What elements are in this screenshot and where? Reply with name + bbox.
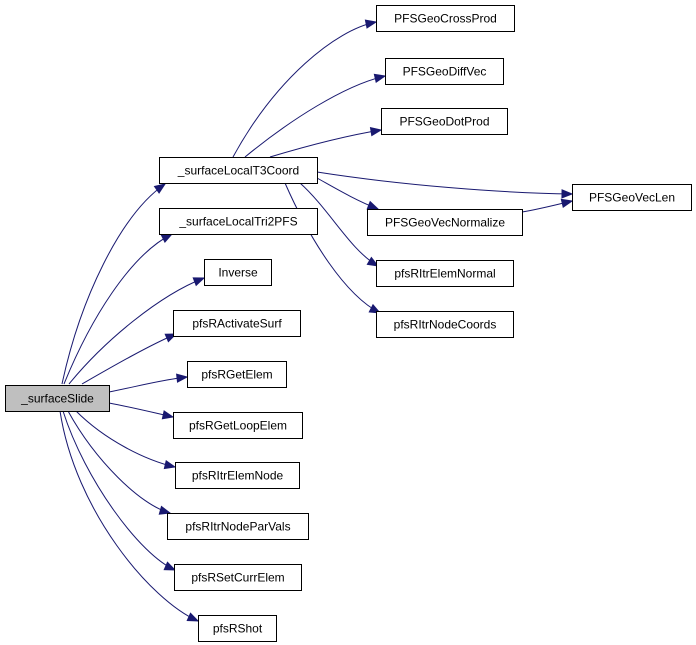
node-label: pfsRShot	[213, 622, 263, 636]
node-box[interactable]	[204, 259, 272, 286]
node-box[interactable]	[173, 310, 301, 337]
arrowhead-root-to-ien	[163, 459, 177, 470]
arrowhead-root-to-l3c	[153, 183, 167, 194]
node-label: pfsRActivateSurf	[192, 317, 282, 331]
node-box[interactable]	[376, 311, 514, 338]
node-box[interactable]	[198, 615, 277, 642]
node-gvn[interactable]: PFSGeoVecNormalize	[367, 209, 523, 236]
node-label: pfsRItrElemNode	[192, 469, 284, 483]
arrowhead-root-to-shot	[186, 612, 200, 622]
arrowhead-root-to-inpv	[158, 505, 172, 515]
node-gcp[interactable]: PFSGeoCrossProd	[376, 5, 515, 32]
node-inpv[interactable]: pfsRItrNodeParVals	[167, 513, 309, 540]
node-box[interactable]	[174, 564, 302, 591]
arrowhead-l3c-to-ienorm	[366, 256, 380, 267]
node-label: PFSGeoVecNormalize	[385, 216, 505, 230]
node-box[interactable]	[381, 108, 508, 135]
node-label: PFSGeoVecLen	[589, 191, 675, 205]
node-box[interactable]	[376, 5, 515, 32]
edge-root-to-inv	[68, 277, 205, 385]
arrowhead-root-to-inv	[192, 277, 206, 287]
node-label: Inverse	[218, 266, 258, 280]
edge-l3c-to-inc	[284, 182, 381, 314]
node-ltp[interactable]: _surfaceLocalTri2PFS	[159, 208, 318, 235]
arrowhead-l3c-to-gcp	[364, 19, 378, 29]
node-gdp[interactable]: PFSGeoDotProd	[381, 108, 508, 135]
node-label: _surfaceLocalTri2PFS	[178, 215, 297, 229]
node-layer: _surfaceSlide _surfaceLocalT3Coord _surfac…	[5, 5, 692, 642]
node-label: _surfaceLocalT3Coord	[177, 164, 299, 178]
node-label: _surfaceSlide	[20, 392, 94, 406]
node-l3c[interactable]: _surfaceLocalT3Coord	[159, 157, 318, 184]
node-label: pfsRItrNodeCoords	[394, 318, 497, 332]
node-label: PFSGeoDiffVec	[403, 65, 487, 79]
arrowhead-l3c-to-inc	[368, 303, 382, 314]
arrowhead-root-to-ge	[176, 373, 189, 383]
arrowhead-root-to-gle	[161, 410, 175, 420]
arrowhead-l3c-to-gvl	[561, 189, 574, 199]
arrowhead-l3c-to-gdp	[369, 127, 383, 137]
node-label: pfsRSetCurrElem	[191, 571, 284, 585]
node-inv[interactable]: Inverse	[204, 259, 272, 286]
node-box[interactable]	[173, 412, 303, 439]
node-label: pfsRItrNodeParVals	[185, 520, 290, 534]
edge-l3c-to-gdv	[244, 75, 386, 158]
node-gle[interactable]: pfsRGetLoopElem	[173, 412, 303, 439]
node-box[interactable]	[376, 260, 514, 287]
node-label: PFSGeoCrossProd	[394, 12, 497, 26]
node-label: pfsRGetElem	[201, 368, 272, 382]
node-sce[interactable]: pfsRSetCurrElem	[174, 564, 302, 591]
node-box[interactable]	[5, 385, 110, 412]
node-ienorm[interactable]: pfsRItrElemNormal	[376, 260, 514, 287]
edge-l3c-to-gcp	[232, 21, 377, 158]
edge-root-to-l3c	[61, 183, 166, 385]
arrowhead-l3c-to-gdv	[373, 73, 387, 83]
arrowhead-l3c-to-gvn	[366, 200, 380, 210]
node-root[interactable]: _surfaceSlide	[5, 385, 110, 412]
node-gdv[interactable]: PFSGeoDiffVec	[385, 58, 504, 85]
edge-root-to-ien	[75, 410, 176, 468]
node-label: PFSGeoDotProd	[399, 115, 489, 129]
node-gvl[interactable]: PFSGeoVecLen	[572, 184, 692, 211]
edge-root-to-shot	[59, 410, 199, 622]
arrowhead-root-to-ltp	[160, 233, 174, 243]
edge-l3c-to-gdp	[269, 129, 382, 158]
node-ge[interactable]: pfsRGetElem	[187, 361, 287, 388]
node-box[interactable]	[167, 513, 309, 540]
arrowhead-gvn-to-gvl	[560, 198, 574, 209]
node-box[interactable]	[385, 58, 504, 85]
node-shot[interactable]: pfsRShot	[198, 615, 277, 642]
edge-root-to-inpv	[67, 410, 171, 514]
node-box[interactable]	[159, 208, 318, 235]
edge-root-to-ge	[108, 376, 188, 393]
edge-root-to-ltp	[63, 233, 173, 385]
node-ien[interactable]: pfsRItrElemNode	[175, 462, 300, 489]
node-box[interactable]	[159, 157, 318, 184]
node-label: pfsRItrElemNormal	[394, 267, 495, 281]
node-box[interactable]	[367, 209, 523, 236]
arrowhead-root-to-sce	[163, 561, 177, 571]
node-inc[interactable]: pfsRItrNodeCoords	[376, 311, 514, 338]
edge-root-to-act	[81, 333, 177, 385]
node-box[interactable]	[572, 184, 692, 211]
edge-l3c-to-gvl	[316, 171, 573, 195]
node-act[interactable]: pfsRActivateSurf	[173, 310, 301, 337]
node-label: pfsRGetLoopElem	[189, 419, 287, 433]
edge-root-to-sce	[62, 410, 176, 571]
node-box[interactable]	[187, 361, 287, 388]
node-box[interactable]	[175, 462, 300, 489]
edge-layer	[59, 19, 574, 622]
